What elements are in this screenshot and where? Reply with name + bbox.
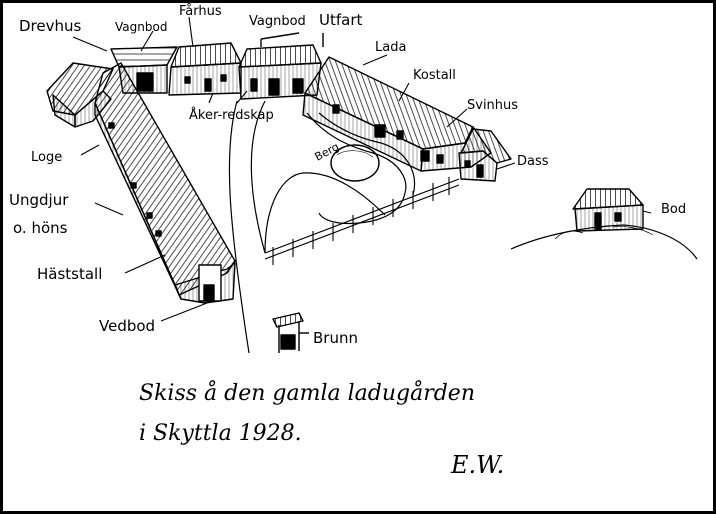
label-vagnbod-right: Vagnbod <box>249 15 306 28</box>
farmstead-sketch <box>3 3 713 511</box>
caption-line2: i Skyttla 1928. <box>139 421 302 446</box>
label-utfart: Utfart <box>319 13 362 28</box>
label-lada: Lada <box>375 41 406 54</box>
label-vedbod: Vedbod <box>99 319 155 334</box>
label-haststall: Häststall <box>37 267 102 282</box>
label-ungdjur-line2: o. höns <box>13 221 67 236</box>
label-farhus: Fårhus <box>179 5 222 18</box>
label-vagnbod-left: Vagnbod <box>115 21 167 33</box>
brunn-well <box>273 313 309 353</box>
caption-line1: Skiss å den gamla ladugården <box>139 381 475 406</box>
label-akerredskap: Åker-redskap <box>189 109 274 122</box>
label-svinhus: Svinhus <box>467 99 518 112</box>
farhus-building <box>169 43 241 95</box>
west-long-building <box>95 63 235 303</box>
label-ungdjur-line1: Ungdjur <box>9 193 68 208</box>
fence <box>265 177 459 265</box>
label-bod: Bod <box>661 203 686 216</box>
label-dass: Dass <box>517 155 549 168</box>
label-brunn: Brunn <box>313 331 358 346</box>
label-drevhus: Drevhus <box>19 19 81 34</box>
bod-building <box>511 189 697 259</box>
signature: E.W. <box>451 451 504 479</box>
label-loge: Loge <box>31 151 62 164</box>
label-kostall: Kostall <box>413 69 456 82</box>
